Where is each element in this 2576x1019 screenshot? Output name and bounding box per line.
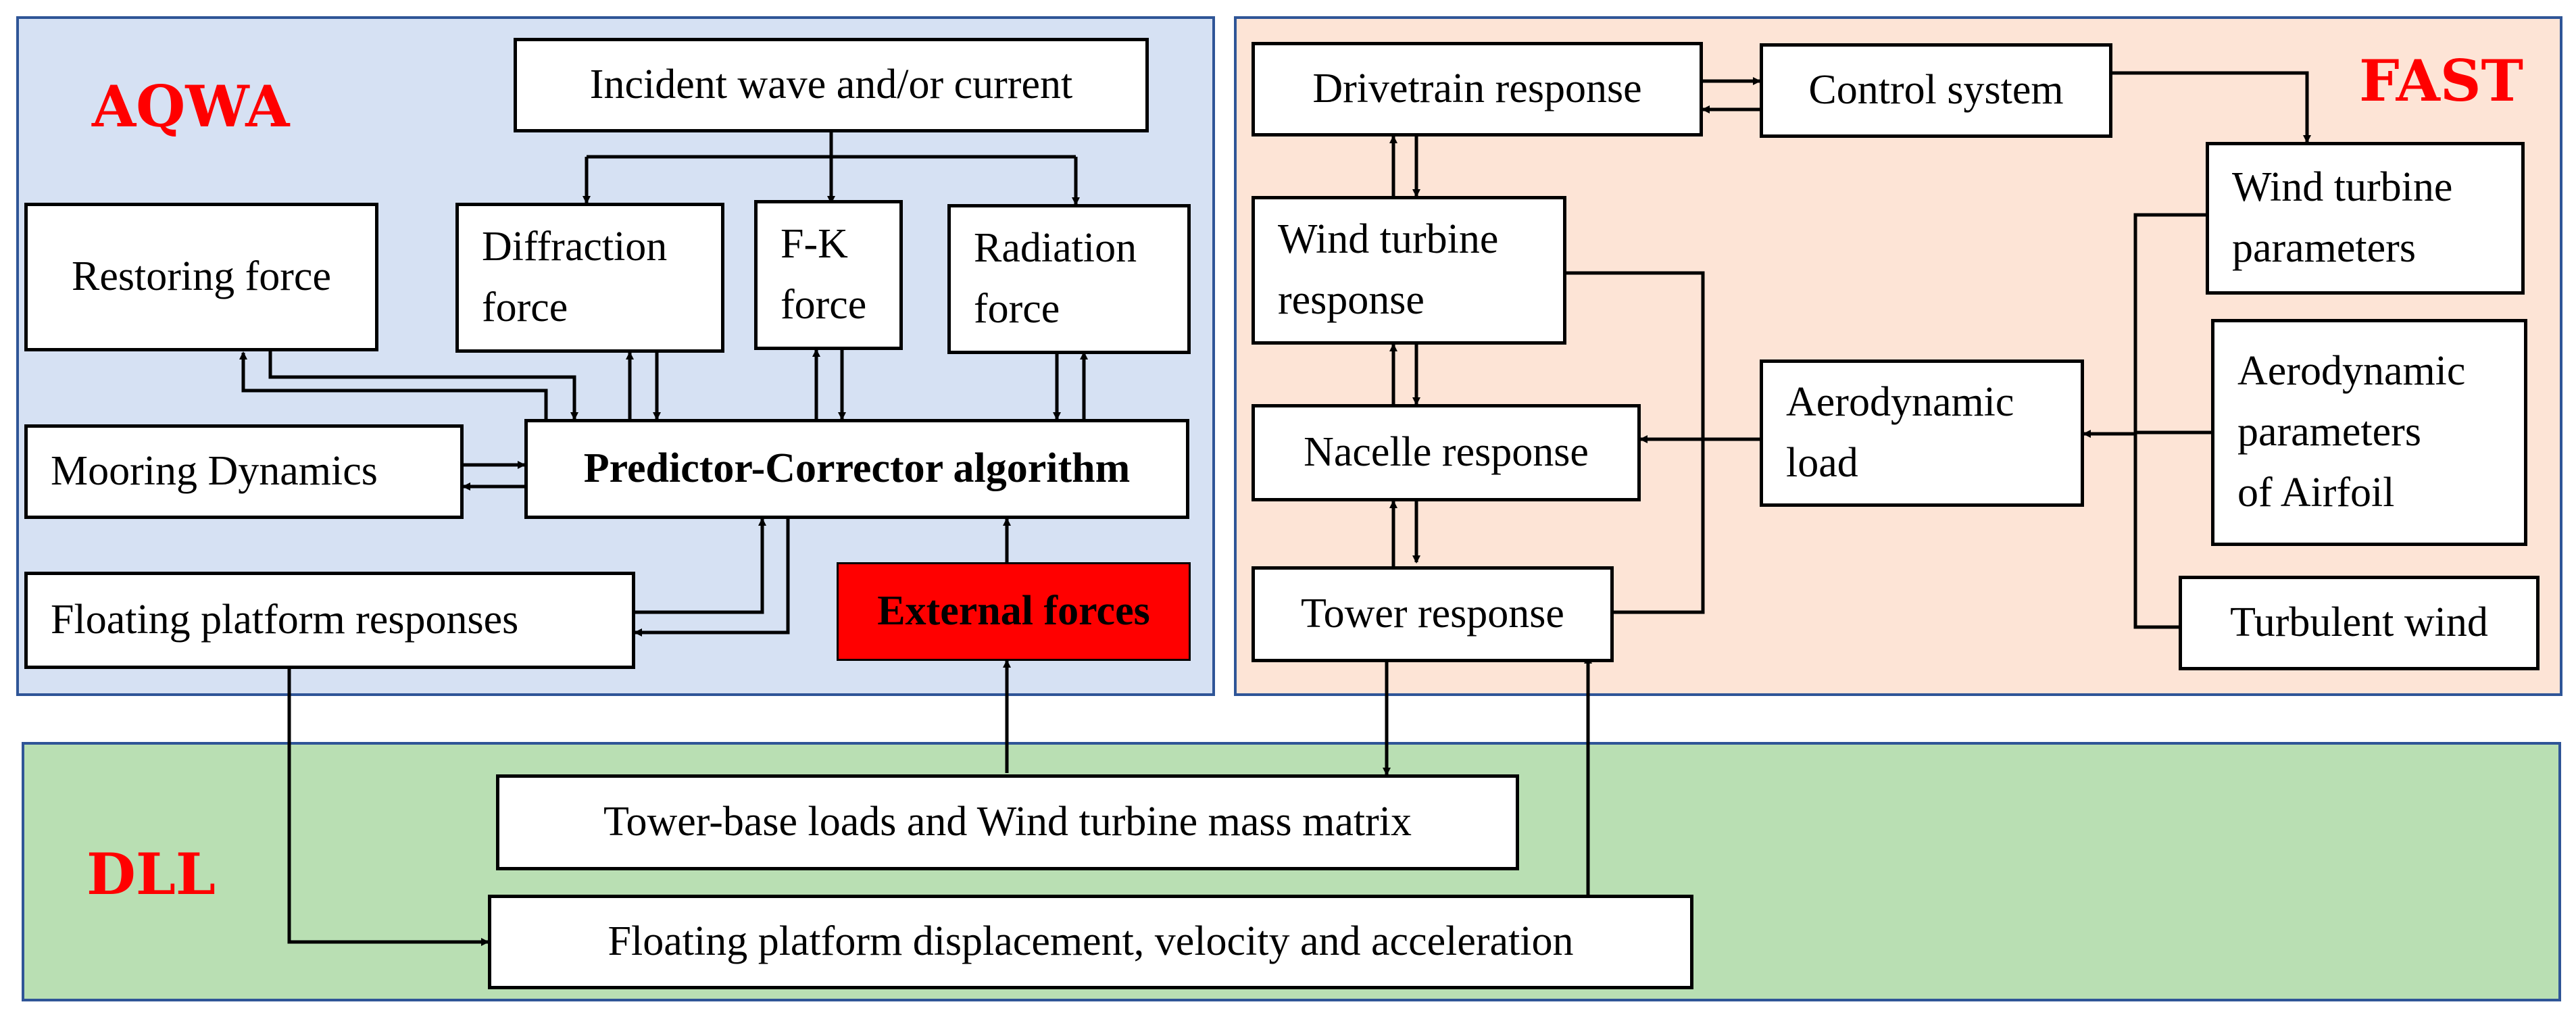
nacelle-response-box: Nacelle response — [1252, 404, 1641, 501]
drivetrain-response-box: Drivetrain response — [1252, 42, 1703, 136]
tower-base-loads-box: Tower-base loads and Wind turbine mass m… — [496, 774, 1519, 870]
floating-platform-responses-label: Floating platform responses — [51, 597, 519, 643]
predictor-corrector-label: Predictor-Corrector algorithm — [583, 445, 1131, 492]
nacelle-response-label: Nacelle response — [1304, 429, 1589, 476]
diffraction-force-box: Diffraction force — [455, 203, 724, 353]
external-forces-label: External forces — [877, 588, 1150, 635]
wind-turbine-response-box: Wind turbine response — [1252, 196, 1566, 345]
mooring-dynamics-label: Mooring Dynamics — [51, 448, 378, 495]
predictor-corrector-box: Predictor-Corrector algorithm — [524, 419, 1189, 519]
restoring-force-label: Restoring force — [72, 253, 331, 300]
dll-title: DLL — [86, 841, 216, 908]
aerodynamic-parameters-label: Aerodynamic parameters of Airfoil — [2237, 348, 2466, 516]
aqwa-title: AQWA — [92, 73, 290, 140]
aerodynamic-parameters-box: Aerodynamic parameters of Airfoil — [2211, 319, 2527, 546]
fk-force-label: F-K force — [781, 221, 867, 328]
incident-wave-box: Incident wave and/or current — [514, 38, 1149, 132]
external-forces-box: External forces — [837, 562, 1191, 661]
platform-displacement-label: Floating platform displacement, velocity… — [608, 918, 1574, 965]
tower-response-box: Tower response — [1252, 566, 1614, 662]
diffraction-force-label: Diffraction force — [482, 224, 668, 330]
mooring-dynamics-box: Mooring Dynamics — [24, 424, 464, 519]
control-system-box: Control system — [1760, 43, 2112, 138]
fk-force-box: F-K force — [754, 200, 903, 350]
floating-platform-responses-box: Floating platform responses — [24, 572, 635, 669]
restoring-force-box: Restoring force — [24, 203, 378, 351]
tower-response-label: Tower response — [1301, 591, 1564, 637]
tower-base-loads-label: Tower-base loads and Wind turbine mass m… — [603, 799, 1412, 845]
platform-displacement-box: Floating platform displacement, velocity… — [488, 895, 1693, 989]
wind-turbine-parameters-box: Wind turbine parameters — [2206, 142, 2525, 295]
aerodynamic-load-box: Aerodynamic load — [1760, 359, 2084, 507]
drivetrain-response-label: Drivetrain response — [1312, 66, 1642, 112]
aerodynamic-load-label: Aerodynamic load — [1786, 379, 2014, 486]
control-system-label: Control system — [1808, 67, 2064, 114]
wind-turbine-response-label: Wind turbine response — [1278, 216, 1499, 323]
radiation-force-box: Radiation force — [947, 204, 1191, 354]
fast-title: FAST — [2358, 47, 2523, 114]
incident-wave-label: Incident wave and/or current — [589, 61, 1073, 108]
radiation-force-label: Radiation force — [974, 225, 1137, 332]
turbulent-wind-label: Turbulent wind — [2230, 599, 2488, 646]
turbulent-wind-box: Turbulent wind — [2179, 576, 2540, 670]
wind-turbine-parameters-label: Wind turbine parameters — [2232, 164, 2453, 271]
